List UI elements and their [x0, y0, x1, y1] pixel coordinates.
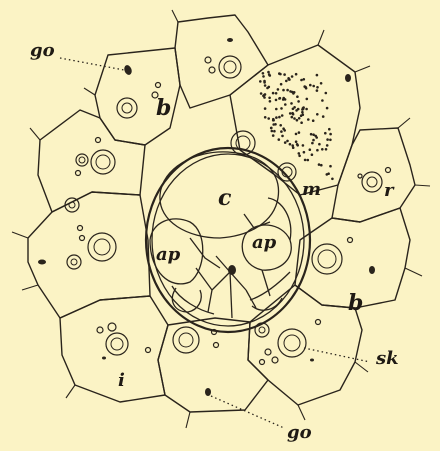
cell-sk: [248, 285, 362, 405]
leader-lines: [60, 58, 370, 428]
label-b-upper: b: [156, 95, 171, 121]
label-b-right: b: [348, 290, 363, 316]
central-capsule: [146, 148, 310, 332]
label-sk: sk: [375, 348, 399, 369]
label-ap-left: ap: [156, 244, 181, 265]
leader-go-bottom: [211, 396, 284, 428]
label-c: c: [218, 185, 232, 211]
label-ap-right: ap: [252, 232, 277, 253]
leader-go-top: [60, 58, 124, 70]
dark-granules: [38, 38, 375, 396]
label-m: m: [302, 179, 321, 200]
capsule-wall: [146, 148, 310, 332]
capsule-center-mark: [228, 265, 236, 275]
label-i: i: [118, 370, 125, 391]
cell-top: [175, 15, 268, 108]
granule-field: [259, 71, 334, 180]
label-go-bottom: go: [287, 422, 312, 443]
label-r: r: [384, 180, 395, 201]
cell-bottom: [158, 318, 268, 412]
cell-r: [332, 128, 415, 222]
cell-m: [230, 45, 360, 195]
label-go-top: go: [30, 40, 55, 61]
cell-left: [28, 192, 150, 318]
